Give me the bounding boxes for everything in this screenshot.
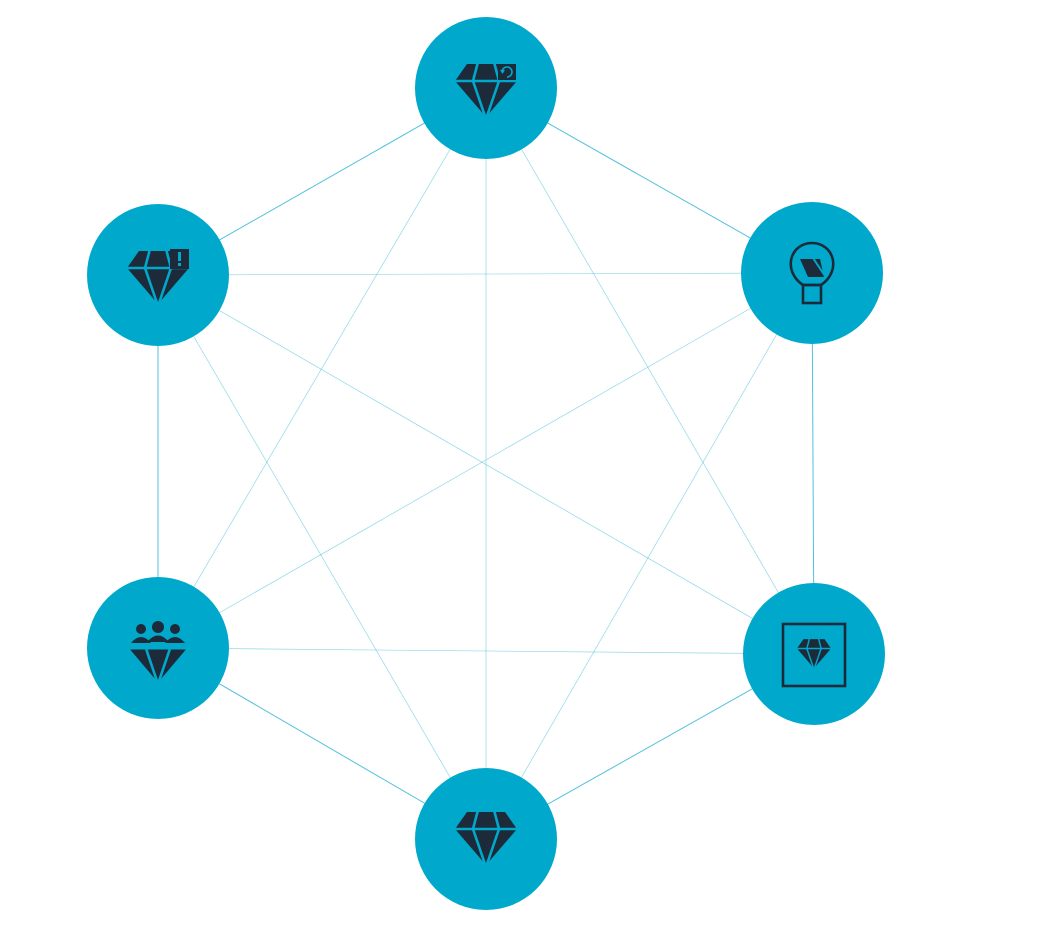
edge-upper-right-lower-left bbox=[157, 272, 813, 649]
diamond-icon bbox=[453, 809, 519, 868]
node-upper-right bbox=[741, 202, 883, 344]
framed-diamond-icon bbox=[781, 622, 847, 688]
inner-edges bbox=[157, 87, 815, 840]
node-lower-right bbox=[743, 583, 885, 725]
edge-lower-right-lower-left bbox=[157, 647, 815, 655]
lightbulb-icon bbox=[789, 241, 835, 305]
edge-lower-right-upper-left bbox=[157, 274, 815, 655]
edge-bottom-upper-left bbox=[157, 274, 487, 840]
node-upper-left bbox=[87, 204, 229, 346]
edge-top-lower-right bbox=[485, 87, 815, 655]
diamond-group-icon bbox=[130, 621, 186, 685]
diamond-alert-icon bbox=[125, 248, 191, 307]
diamond-refresh-icon bbox=[453, 61, 519, 120]
node-bottom bbox=[415, 768, 557, 910]
nodes bbox=[87, 17, 885, 910]
edge-upper-right-upper-left bbox=[157, 272, 813, 276]
node-lower-left-circle bbox=[87, 577, 229, 719]
edge-upper-right-bottom bbox=[485, 272, 813, 840]
edge-top-lower-left bbox=[157, 87, 487, 649]
node-lower-left bbox=[87, 577, 229, 719]
node-top bbox=[415, 17, 557, 159]
